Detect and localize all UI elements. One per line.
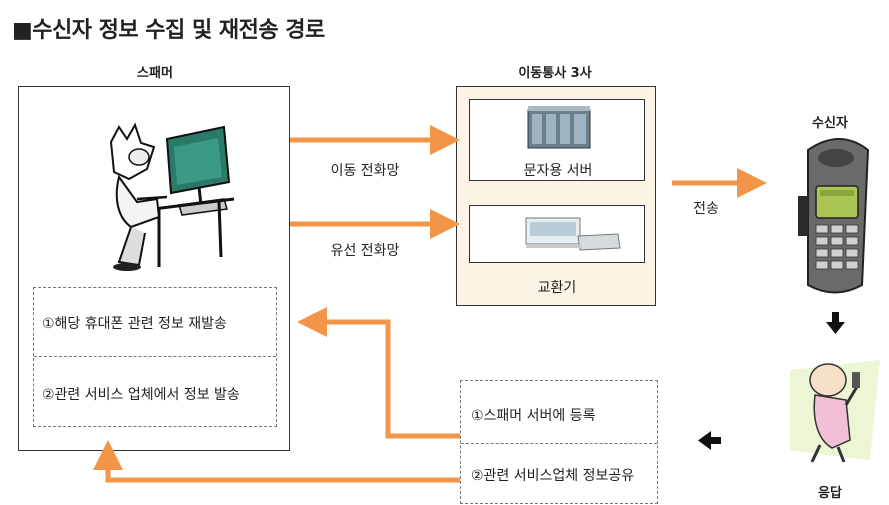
transmit-label: 전송 (693, 201, 719, 217)
service-info-arrow (93, 440, 460, 483)
carrier-label: 이동통사 3사 (518, 66, 592, 81)
carrier-box: 문자용 서버 교환기 (456, 86, 656, 306)
exchange-panel (469, 205, 645, 263)
spammer-actions-box: ①해당 휴대폰 관련 정보 재발송 ②관련 서비스 업체에서 정보 발송 (33, 287, 277, 427)
server-rack-icon (527, 106, 591, 149)
sms-server-panel: 문자용 서버 (469, 99, 645, 181)
resend-info-item: ①해당 휴대폰 관련 정보 재발송 (42, 316, 227, 332)
sms-server-caption: 문자용 서버 (523, 163, 593, 179)
collection-box: ①스패머 서버에 등록 ②관련 서비스업체 정보공유 (460, 380, 658, 504)
response-label: 응답 (818, 486, 842, 501)
service-send-item: ②관련 서비스 업체에서 정보 발송 (42, 387, 240, 403)
diagram-title: ■수신자 정보 수집 및 재전송 경로 (12, 18, 325, 43)
divider (461, 443, 657, 444)
recipient-label: 수신자 (812, 116, 848, 131)
exchange-caption: 교환기 (537, 280, 577, 296)
register-server-item: ①스패머 서버에 등록 (471, 408, 596, 424)
spammer-computer-icon (109, 122, 235, 271)
spammer-box: ①해당 휴대폰 관련 정보 재발송 ②관련 서비스 업체에서 정보 발송 (18, 86, 290, 451)
share-info-item: ②관련 서비스업체 정보공유 (471, 468, 635, 484)
spammer-label: 스패머 (137, 66, 173, 81)
mobile-network-label: 이동 전화망 (330, 163, 400, 179)
resend-arrow (297, 307, 460, 439)
wired-network-label: 유선 전화망 (330, 243, 400, 259)
divider (34, 356, 276, 357)
switch-equipment-icon (525, 217, 621, 251)
